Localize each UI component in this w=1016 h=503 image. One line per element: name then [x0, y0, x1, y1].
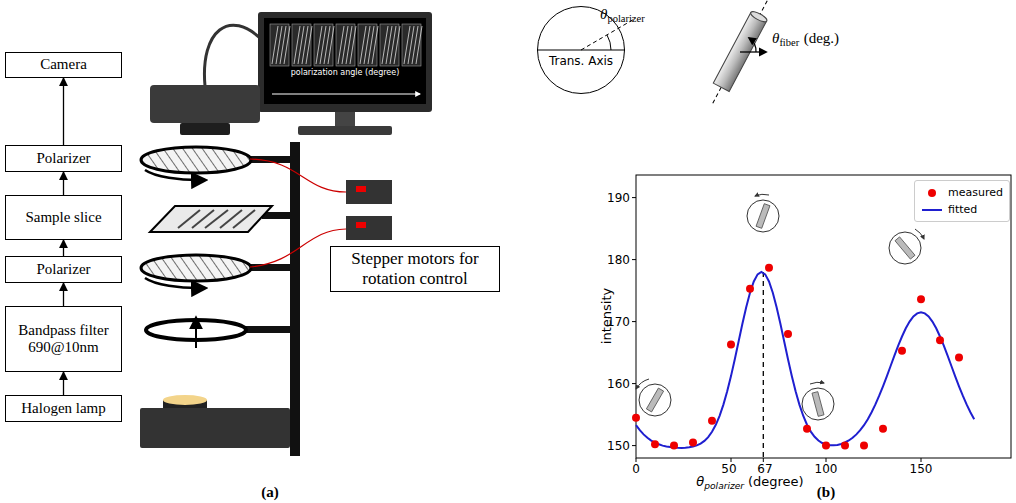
tick-label: 67	[757, 462, 772, 476]
angle-label: (deg.)	[804, 30, 839, 46]
tick-label: 150	[607, 439, 630, 453]
tick-label: 150	[910, 462, 933, 476]
node-text: Camera	[40, 56, 87, 73]
process-box: Camera	[5, 52, 122, 78]
chart-legend: measured fitted	[914, 180, 1010, 222]
screen-text: polarization angle (degree)	[291, 68, 400, 77]
panel-caption: (a)	[261, 484, 279, 500]
node-text: Polarizer	[36, 261, 90, 278]
axis-label: polarizer	[704, 481, 744, 491]
legend-text: measured	[948, 186, 1003, 199]
process-box: Polarizer	[5, 145, 122, 172]
axis-label: (degree)	[748, 474, 804, 489]
flow-arrow	[63, 372, 64, 395]
tick-label: 0	[632, 462, 640, 476]
node-text: Polarizer	[36, 150, 90, 167]
node-text: Halogen lamp	[21, 400, 106, 417]
angle-label: polarizer	[607, 13, 644, 24]
angle-label: θ	[772, 30, 779, 46]
legend-text: fitted	[948, 203, 977, 216]
tick-label: 50	[721, 462, 736, 476]
process-box: Sample slice	[5, 195, 122, 240]
flow-arrow	[63, 283, 64, 306]
flow-arrow	[63, 78, 64, 145]
process-box: Halogen lamp	[5, 395, 122, 422]
process-box: Bandpass filter 690@10nm	[5, 306, 122, 372]
tick-label: 180	[607, 253, 630, 267]
tick-label: 100	[815, 462, 838, 476]
axis-label: θ	[696, 474, 704, 489]
tick-label: 190	[607, 191, 630, 205]
process-box: Polarizer	[5, 256, 122, 283]
angle-label: fiber	[779, 37, 799, 48]
legend-sample	[921, 204, 943, 216]
node-text: Stepper motors for rotation control	[335, 249, 495, 288]
panel-caption: (b)	[817, 484, 835, 500]
process-box: Stepper motors for rotation control	[330, 246, 500, 292]
angle-label: θ	[600, 6, 607, 22]
legend-sample	[921, 187, 943, 199]
node-text: Trans. Axis	[549, 55, 613, 69]
node-text: Sample slice	[25, 209, 101, 226]
tick-label: 160	[607, 377, 630, 391]
flow-arrow	[63, 240, 64, 256]
tick-label: 170	[607, 315, 630, 329]
flow-arrow	[63, 172, 64, 195]
node-text: Bandpass filter 690@10nm	[10, 322, 117, 357]
